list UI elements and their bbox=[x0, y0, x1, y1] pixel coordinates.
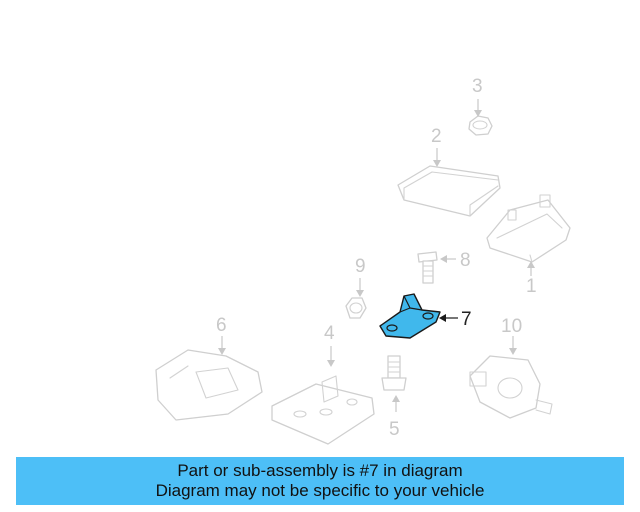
callout-4: 4 bbox=[324, 323, 335, 344]
part-2-module[interactable] bbox=[397, 165, 501, 217]
callout-7: 7 bbox=[461, 309, 472, 330]
callout-10: 10 bbox=[501, 316, 522, 337]
info-banner: Part or sub-assembly is #7 in diagram Di… bbox=[16, 457, 624, 505]
arrow-icon bbox=[218, 348, 226, 355]
callout-9: 9 bbox=[355, 256, 366, 277]
callout-2: 2 bbox=[431, 126, 442, 147]
callout-1: 1 bbox=[526, 276, 537, 297]
part-8-bolt[interactable] bbox=[417, 251, 438, 284]
part-6-housing[interactable] bbox=[155, 349, 263, 421]
part-1-switch[interactable] bbox=[486, 194, 571, 263]
arrow-icon bbox=[439, 314, 446, 322]
callout-8: 8 bbox=[460, 250, 471, 271]
arrow-icon bbox=[433, 160, 441, 167]
part-7-bracket[interactable] bbox=[379, 293, 441, 339]
arrow-icon bbox=[392, 395, 400, 402]
arrow-icon bbox=[327, 360, 335, 367]
banner-line-1: Part or sub-assembly is #7 in diagram bbox=[177, 461, 463, 480]
callout-5: 5 bbox=[389, 419, 400, 440]
callout-6: 6 bbox=[216, 315, 227, 336]
arrow-icon bbox=[509, 348, 517, 355]
arrow-icon bbox=[527, 261, 535, 268]
part-10-sensor[interactable] bbox=[469, 355, 553, 419]
callout-3: 3 bbox=[472, 76, 483, 97]
part-5-bolt[interactable] bbox=[381, 355, 407, 391]
part-9-clip[interactable] bbox=[345, 297, 367, 319]
arrow-icon bbox=[440, 255, 447, 263]
arrow-icon bbox=[356, 290, 364, 297]
arrow-icon bbox=[474, 110, 482, 117]
banner-line-2: Diagram may not be specific to your vehi… bbox=[155, 481, 485, 500]
parts-diagram: 3 2 1 8 9 7 bbox=[155, 76, 571, 445]
part-3-nut[interactable] bbox=[468, 115, 493, 136]
part-4-mount[interactable] bbox=[271, 375, 375, 445]
